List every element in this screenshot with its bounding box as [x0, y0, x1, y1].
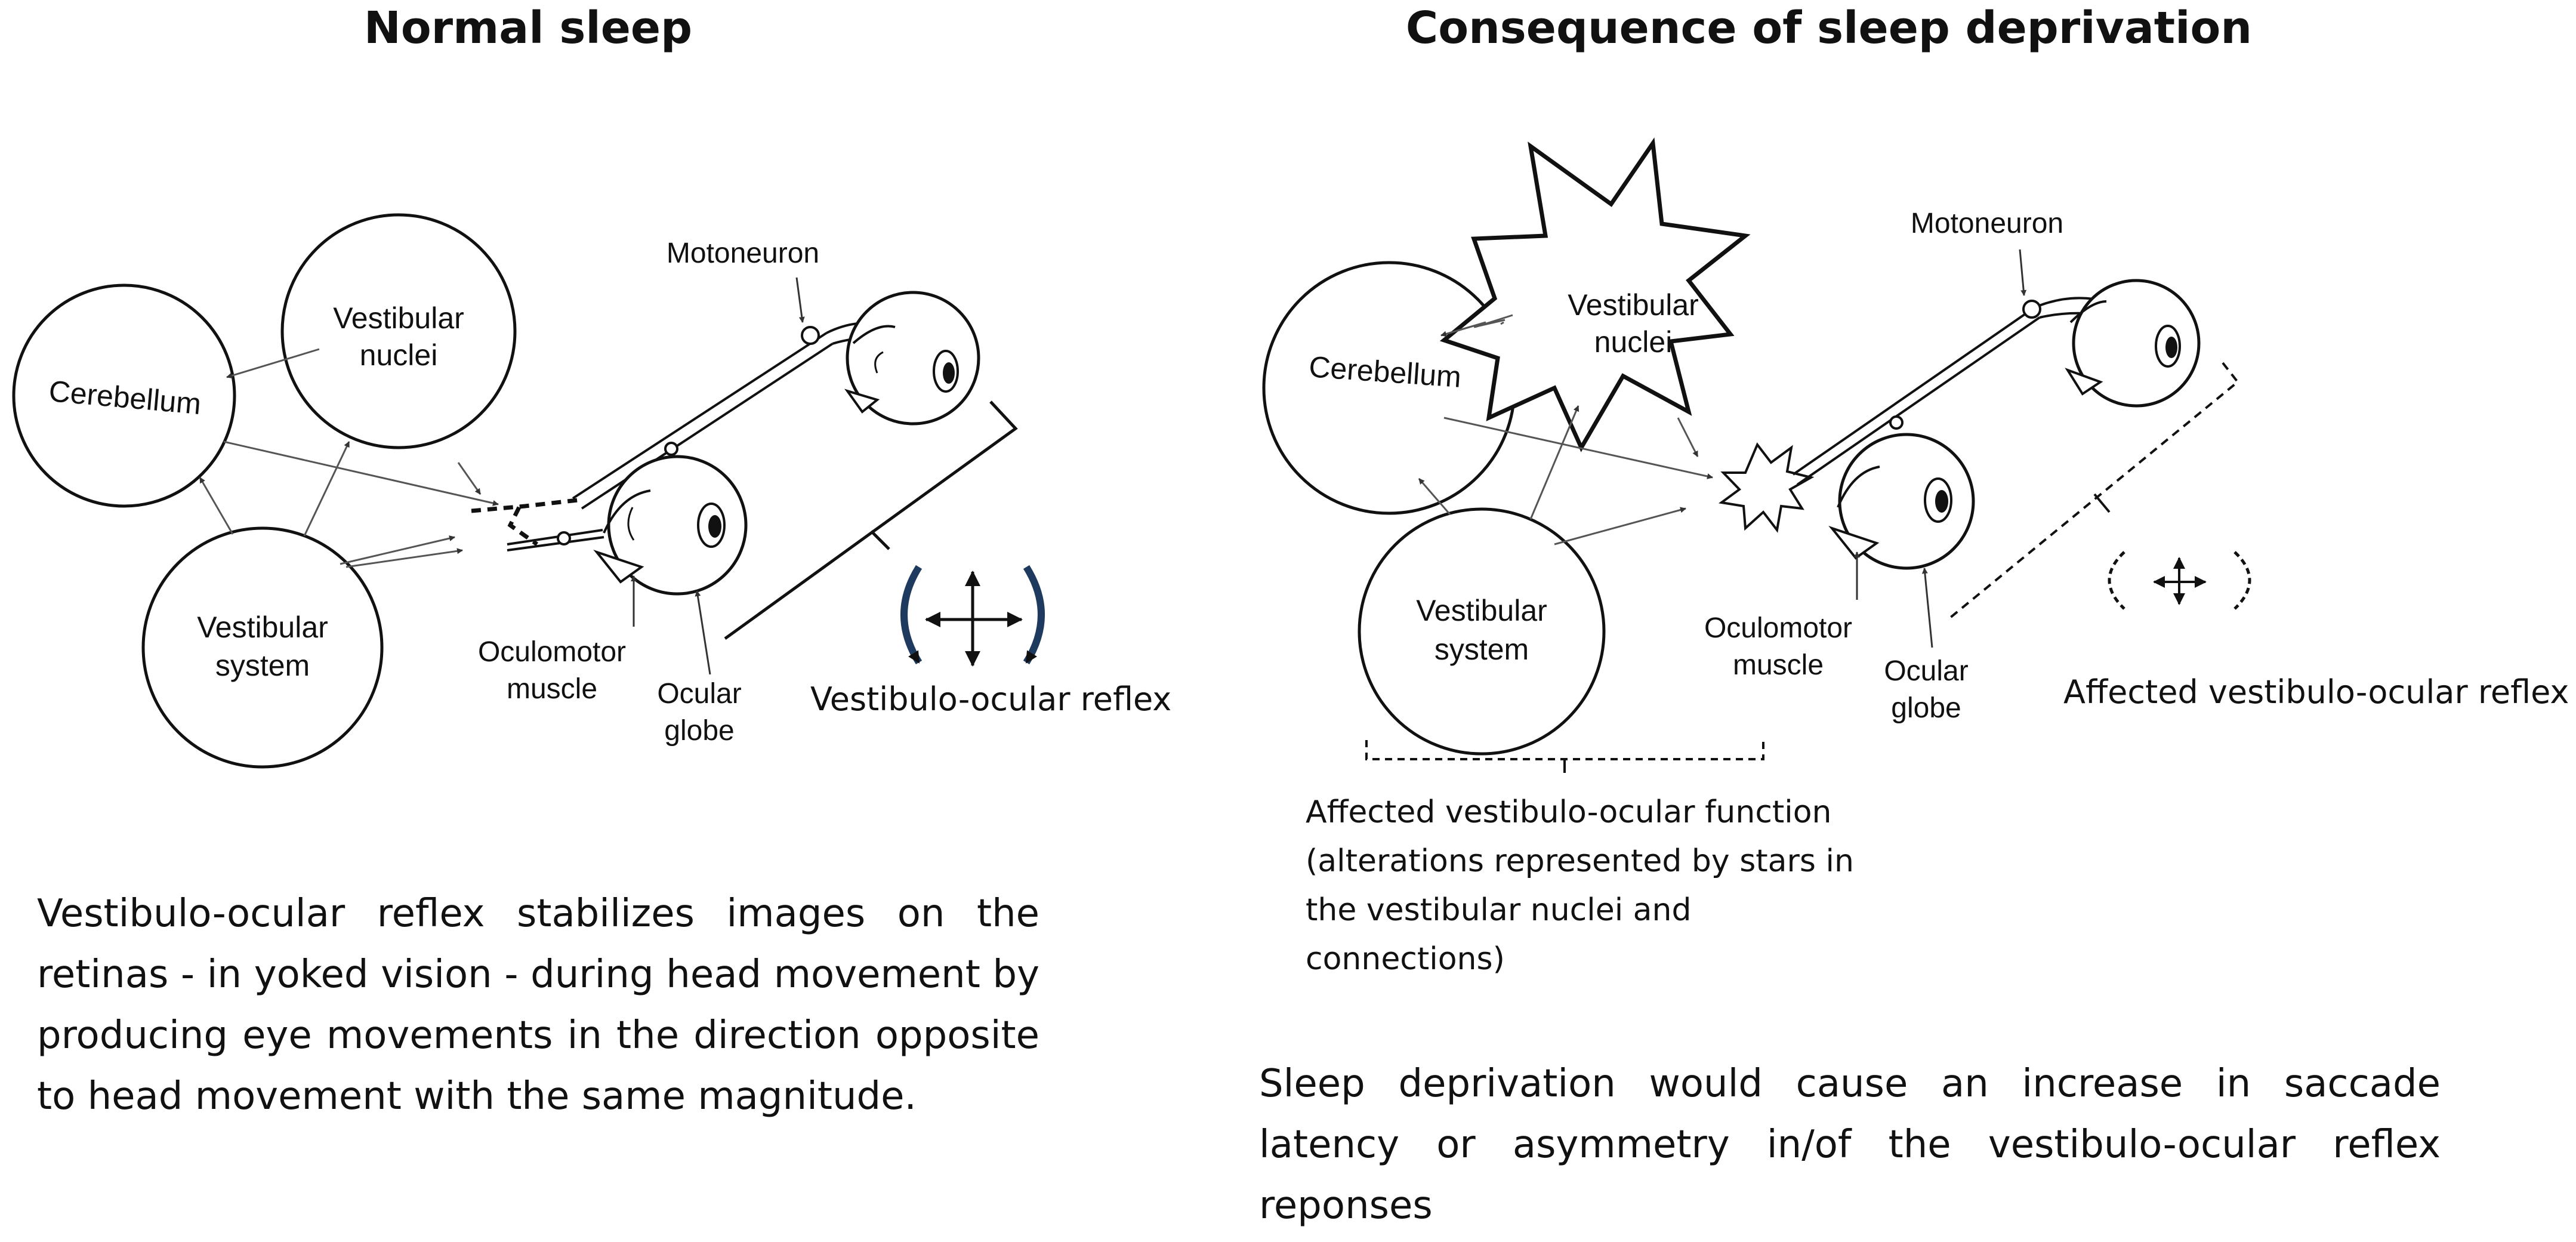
- left-reflex-symbol-icon: [900, 565, 1045, 667]
- left-vestibular-nuclei-label-2: nuclei: [360, 338, 438, 372]
- right-panel: Consequence of sleep deprivation Vestibu…: [1262, 2, 2569, 977]
- right-function-note-line-3: the vestibular nuclei and: [1306, 892, 1692, 928]
- right-vestibular-nuclei-label-1: Vestibular: [1568, 288, 1699, 322]
- right-function-note-line-4: connections): [1306, 941, 1505, 977]
- left-ocular-label-1: Ocular: [657, 678, 741, 710]
- right-ocular-label-2: globe: [1891, 692, 1961, 724]
- left-reflex-bracket: [724, 400, 1018, 640]
- right-vestibular-system-label-2: system: [1434, 633, 1529, 666]
- left-panel-caption: Vestibulo-ocular reflex stabilizes image…: [37, 892, 1039, 1118]
- left-ocular-label-2: globe: [664, 715, 734, 747]
- left-lower-nerve: [507, 529, 604, 551]
- right-motoneuron-node: [2022, 300, 2041, 319]
- right-vestibular-nuclei-label-2: nuclei: [1594, 325, 1673, 359]
- left-motoneuron-node: [801, 326, 820, 345]
- left-ocular-pointer: [695, 590, 711, 675]
- right-bracket-tick: [2093, 493, 2111, 513]
- left-cerebellum-circle: [12, 283, 236, 508]
- left-bracket-tick: [870, 530, 890, 550]
- right-oculomotor-label-1: Oculomotor: [1704, 612, 1852, 644]
- left-panel-title: Normal sleep: [364, 2, 692, 54]
- right-panel-title: Consequence of sleep deprivation: [1406, 2, 2252, 54]
- right-reflex-label: Affected vestibulo-ocular reflex: [2063, 673, 2569, 711]
- right-junction-star-icon: [1718, 442, 1815, 533]
- right-oculomotor-label-2: muscle: [1733, 649, 1824, 681]
- right-vestibular-nuclei-star-icon: [1439, 137, 1751, 452]
- right-motoneuron-label: Motoneuron: [1911, 208, 2063, 239]
- right-connection-arrows: [1418, 314, 1713, 546]
- left-oculomotor-label-2: muscle: [507, 673, 597, 705]
- left-vestibular-nuclei-label-1: Vestibular: [333, 301, 464, 335]
- left-panel: Normal sleep Cerebellum Vestibular nucle…: [12, 2, 1171, 769]
- left-motoneuron-label: Motoneuron: [667, 238, 819, 269]
- right-ocular-pointer: [1921, 568, 1933, 648]
- left-nerve-node: [664, 442, 678, 456]
- right-reflex-bracket: [1945, 362, 2239, 622]
- left-vestibular-system-label-1: Vestibular: [197, 611, 328, 644]
- left-vestibular-system-label-2: system: [215, 649, 310, 682]
- left-oculomotor-label-1: Oculomotor: [478, 636, 626, 668]
- right-vestibular-system-label-1: Vestibular: [1416, 594, 1547, 627]
- left-lower-nerve-node: [557, 531, 571, 546]
- right-ocular-label-1: Ocular: [1884, 655, 1968, 687]
- right-vestibular-system-circle: [1358, 507, 1606, 756]
- right-upper-eye: [2065, 279, 2201, 408]
- right-lower-eye: [1828, 433, 1975, 570]
- left-motoneuron-pointer: [795, 277, 805, 323]
- left-junction-dashes: [471, 498, 578, 546]
- left-connection-arrows: [199, 348, 499, 568]
- left-vestibular-system-circle: [141, 526, 384, 769]
- left-vestibular-nuclei-circle: [280, 213, 517, 449]
- right-panel-caption: Sleep deprivation would cause an increas…: [1259, 1062, 2441, 1228]
- left-lower-eye: [593, 455, 748, 596]
- right-nerve-node: [1889, 415, 1904, 430]
- left-reflex-label: Vestibulo-ocular reflex: [810, 680, 1171, 718]
- right-function-brace: [1365, 740, 1764, 760]
- right-function-note-line-2: (alterations represented by stars in: [1306, 843, 1854, 879]
- left-upper-eye: [844, 291, 980, 426]
- right-reflex-symbol-icon: [2108, 551, 2251, 610]
- right-function-note-line-1: Affected vestibulo-ocular function: [1306, 794, 1832, 830]
- right-motoneuron-pointer: [2019, 249, 2027, 296]
